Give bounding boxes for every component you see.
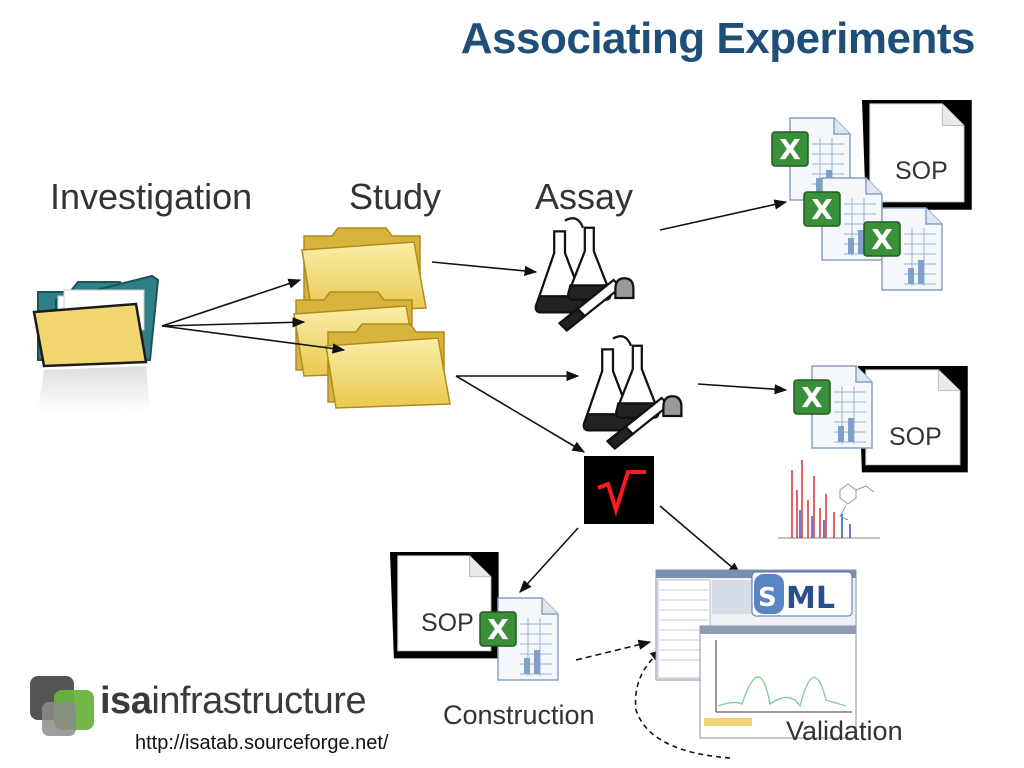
sop-label-3: SOP	[421, 609, 474, 637]
study-folder-icon	[293, 227, 451, 409]
sop-label-2: SOP	[889, 423, 942, 451]
validation-label: Validation	[786, 716, 903, 746]
slide-title: Associating Experiments	[460, 14, 976, 63]
assay-flasks-icon-2	[582, 335, 683, 450]
logo-wordmark-bold: isa	[100, 680, 152, 722]
investigation-folder-icon	[32, 274, 160, 412]
sop-label-1: SOP	[895, 157, 948, 185]
construction-label: Construction	[443, 700, 595, 730]
excel-spreadsheet-icon-4	[793, 365, 873, 449]
investigation-label: Investigation	[50, 176, 253, 217]
assay-flasks-icon-1	[534, 217, 635, 332]
mass-spectrum-icon	[778, 460, 880, 539]
study-label: Study	[349, 176, 442, 217]
svg-text:ML: ML	[786, 581, 835, 616]
logo-wordmark-rest: infrastructure	[151, 680, 367, 722]
svg-text:S: S	[758, 583, 777, 613]
validation-screenshot-icon: ML S	[655, 569, 857, 739]
isa-logo-icon	[30, 676, 94, 736]
logo-url-link[interactable]: http://isatab.sourceforge.net/	[135, 732, 389, 754]
assay-label: Assay	[535, 176, 634, 217]
sbml-square-root-icon	[584, 456, 654, 524]
sop-document-icon-2	[857, 365, 969, 473]
logo-wordmark: isainfrastructure	[100, 680, 367, 723]
